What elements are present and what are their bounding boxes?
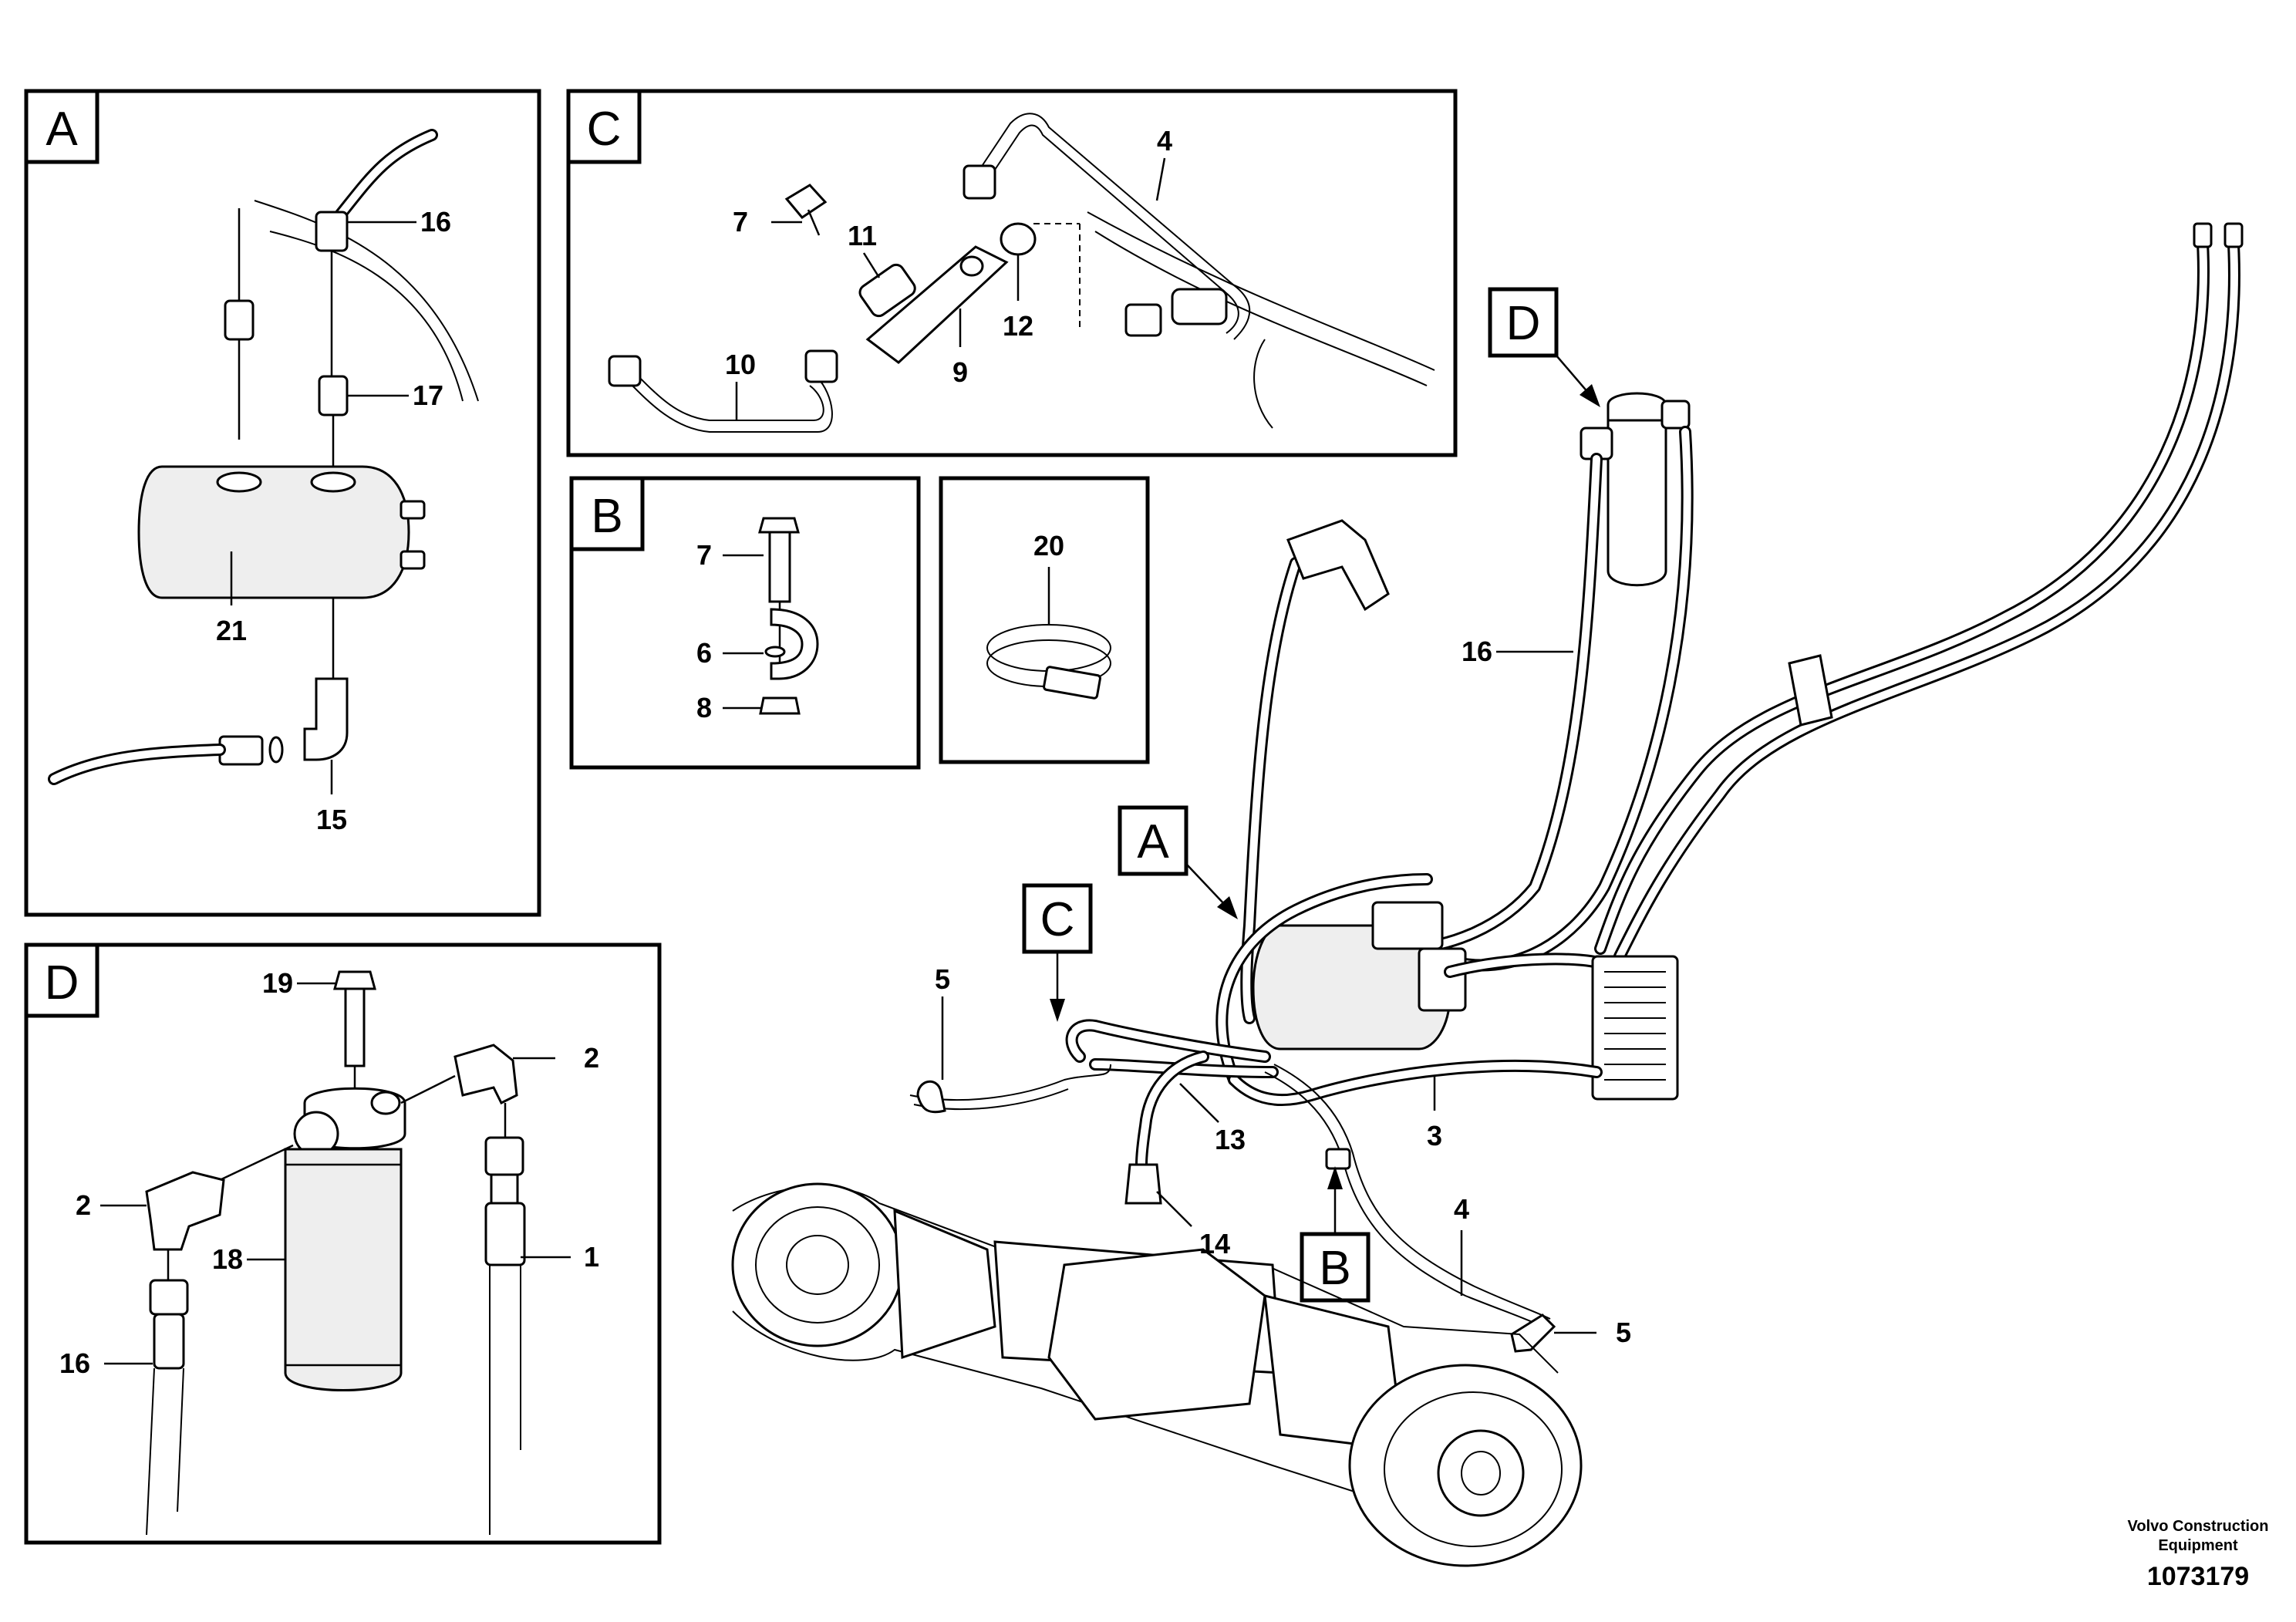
nut-right (1124, 303, 1162, 337)
main-assembly-view: D A C B 16 5 3 13 14 4 5 (731, 222, 2244, 1567)
callout-16-d: 16 (59, 1347, 90, 1379)
callout-15: 15 (316, 804, 347, 835)
filter-main (1607, 415, 1667, 587)
callout-4: 4 (1157, 125, 1172, 157)
fitting-top-left (1286, 519, 1390, 612)
panel-d-frame (24, 943, 662, 1545)
main-tag-c: C (1040, 893, 1075, 946)
callout-11: 11 (848, 220, 877, 251)
panel-a-frame (24, 89, 541, 917)
fitting-5-rear (1510, 1313, 1556, 1353)
tube-4-front (909, 1064, 1111, 1101)
nut-8 (759, 696, 801, 715)
nut-top (963, 164, 996, 200)
callout-10: 10 (725, 349, 756, 380)
callout-7: 7 (733, 206, 748, 238)
callout-main-13: 13 (1215, 1124, 1246, 1155)
main-tag-b: B (1319, 1242, 1350, 1295)
brand-line-1: Volvo Construction (2128, 1518, 2269, 1535)
tube-10 (616, 369, 833, 433)
callout-21: 21 (216, 615, 247, 646)
callout-main-5-rear: 5 (1616, 1317, 1631, 1348)
panel-d-tag: D (45, 956, 79, 1010)
panel-b-tag-box (569, 476, 645, 551)
hose-16-d (146, 1367, 155, 1536)
bolt-19-head (333, 970, 376, 990)
panel-clamp-frame (939, 476, 1150, 764)
panel-c-tag-box (566, 89, 642, 164)
axle-flange-left (893, 1209, 996, 1360)
hub-left (731, 1182, 904, 1347)
callout-19: 19 (262, 967, 293, 999)
callout-2-right: 2 (584, 1042, 599, 1074)
panel-a-tag-box (24, 89, 99, 164)
panel-c: C 4 7 11 12 1 (566, 89, 1458, 457)
callout-main-16: 16 (1462, 636, 1492, 667)
adapter-left (224, 299, 255, 341)
callout-20: 20 (1033, 530, 1064, 561)
panel-a-tag: A (46, 103, 78, 156)
callout-main-3: 3 (1427, 1120, 1442, 1152)
callout-17: 17 (413, 379, 443, 411)
panel-b-frame (569, 476, 921, 770)
callout-b-8: 8 (696, 692, 712, 723)
fitting-14 (1124, 1163, 1162, 1205)
main-tag-d-box (1488, 287, 1559, 358)
hose-outline (254, 200, 479, 402)
drawing-number: 1073179 (2147, 1562, 2249, 1591)
bolt-b-head (758, 517, 800, 534)
callout-b-7: 7 (696, 539, 712, 571)
callout-9: 9 (952, 356, 968, 388)
footer: Volvo Construction Equipment 1073179 (2128, 1518, 2269, 1591)
adapter-17 (318, 375, 349, 416)
clip-b (1325, 1148, 1351, 1170)
callout-2-left: 2 (76, 1189, 91, 1221)
filter-18 (284, 1148, 403, 1391)
panel-clamp: 20 (939, 476, 1150, 764)
main-tag-a-box (1118, 805, 1188, 876)
bolt-19-shank (344, 987, 366, 1067)
pump-21 (137, 465, 410, 599)
callout-18: 18 (212, 1243, 243, 1275)
clamp-20-band (986, 624, 1111, 672)
bolt-7-head (784, 184, 828, 219)
elbow-15 (303, 677, 349, 761)
fitting-5-front (916, 1080, 946, 1114)
main-tag-d: D (1506, 297, 1541, 350)
panel-d: D 19 2 2 18 (24, 943, 662, 1545)
oil-cooler (1591, 955, 1679, 1101)
band-clamp (1788, 654, 1833, 727)
main-tag-a: A (1137, 815, 1169, 868)
elbow-2-left (145, 1171, 225, 1251)
panel-b: B 7 6 8 (569, 476, 921, 770)
panel-c-frame (566, 89, 1458, 457)
clip-6 (770, 608, 819, 680)
hose-c (1087, 211, 1435, 371)
bolt-b-shank (768, 531, 791, 603)
panel-a: A 16 17 21 15 (24, 89, 541, 917)
callout-1: 1 (584, 1241, 599, 1273)
callout-b-6: 6 (696, 637, 712, 669)
callout-main-14: 14 (1199, 1228, 1230, 1259)
callout-main-5-front: 5 (935, 963, 950, 995)
callout-main-4: 4 (1454, 1193, 1469, 1225)
tube-4-rear (1264, 1071, 1543, 1327)
callout-16: 16 (420, 206, 451, 238)
panel-d-tag-box (24, 943, 99, 1018)
clamp-20-buckle (1043, 666, 1101, 700)
panel-c-tag: C (587, 103, 622, 156)
panel-b-tag: B (591, 490, 622, 543)
brand-line-2: Equipment (2158, 1537, 2238, 1554)
elbow-2-right (453, 1044, 518, 1105)
callout-12: 12 (1003, 310, 1033, 342)
differential (1047, 1248, 1266, 1421)
hose-16 (1397, 453, 1603, 955)
nut-12 (1000, 222, 1037, 256)
long-hose-inner (1613, 225, 2240, 963)
nut-15 (218, 735, 264, 766)
fitting-16 (315, 211, 349, 252)
